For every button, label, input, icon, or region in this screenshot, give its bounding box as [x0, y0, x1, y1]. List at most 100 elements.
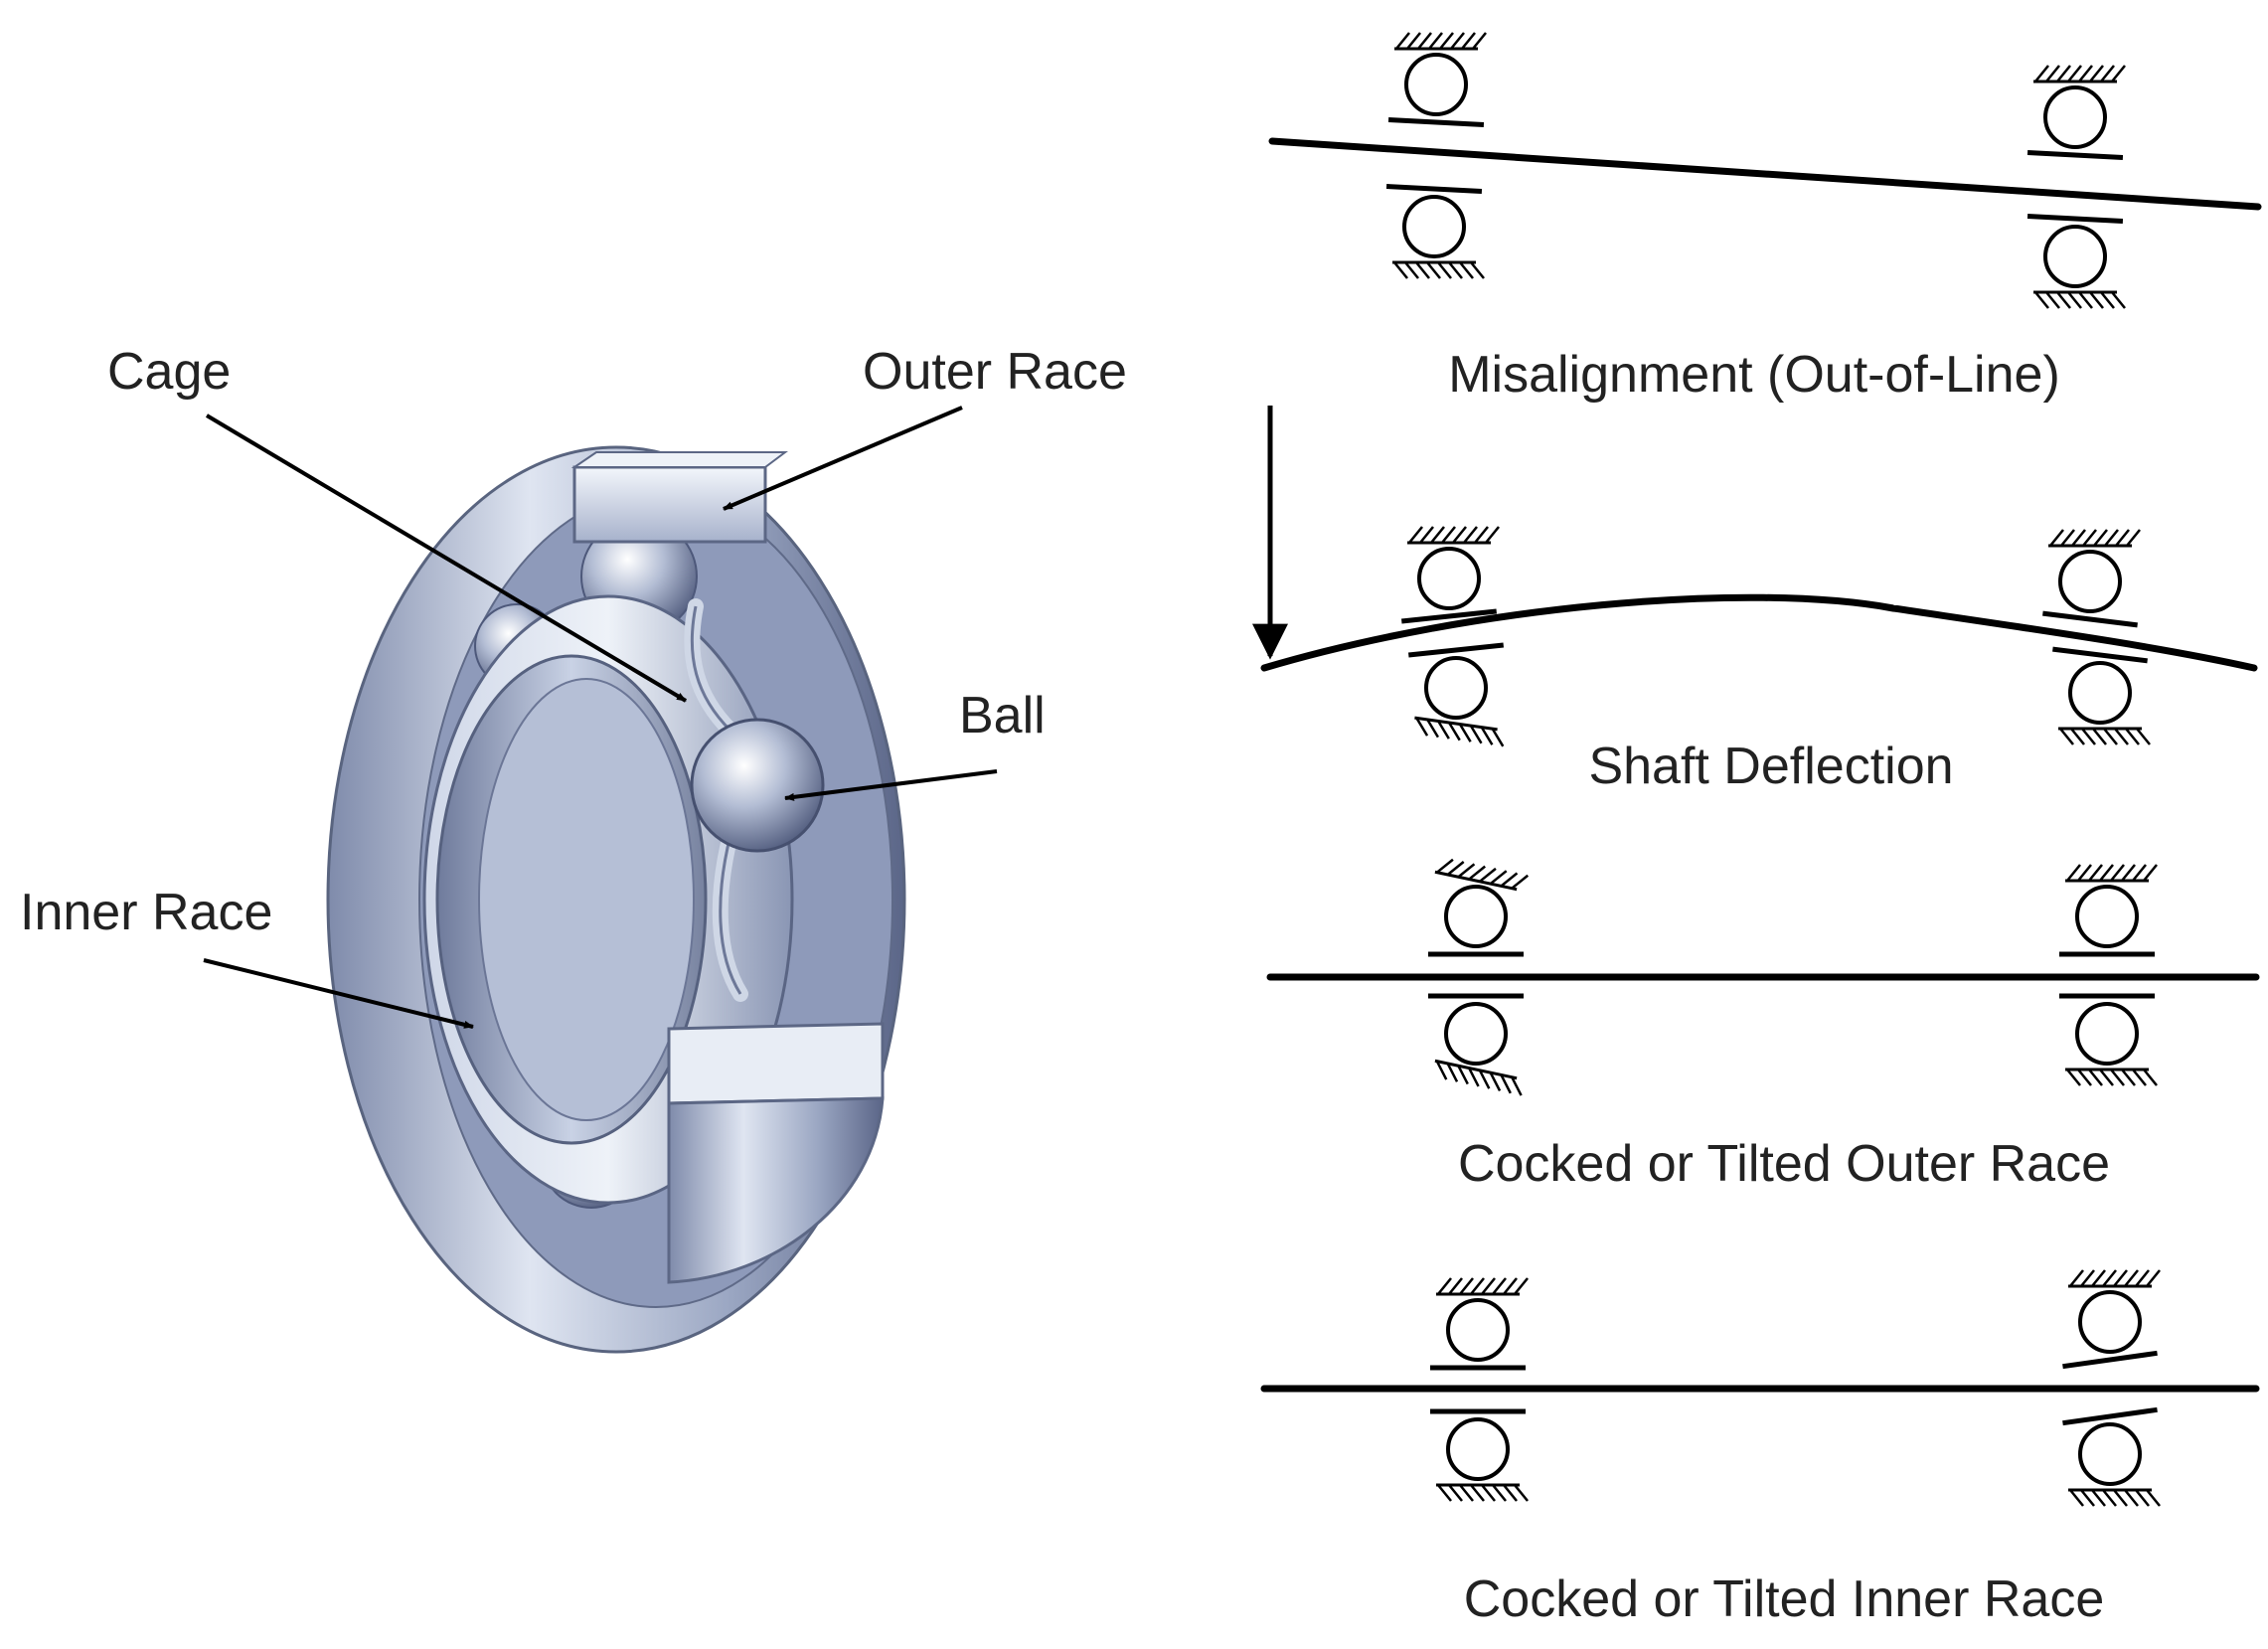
hatch-stroke	[1469, 725, 1483, 744]
hatch-stroke	[1448, 1484, 1463, 1502]
inner-race-label: Inner Race	[20, 884, 272, 941]
hatch-stroke	[2146, 1269, 2161, 1287]
caption-misalignment: Misalignment (Out-of-Line)	[1448, 346, 2060, 404]
inner-race-arrow	[203, 958, 474, 1029]
hatch-stroke	[1452, 526, 1467, 544]
hatch-stroke	[2056, 65, 2071, 82]
hatch-stroke	[2077, 1069, 2092, 1086]
rolling-element-symbol	[2078, 1422, 2142, 1486]
hatch-stroke	[2081, 728, 2096, 745]
hatch-stroke	[2082, 529, 2097, 547]
hatch-stroke	[2049, 529, 2064, 547]
rolling-element-symbol	[1444, 885, 1508, 948]
hatch-stroke	[2135, 1269, 2150, 1287]
outer-race-cutaway-bottom	[667, 1096, 885, 1284]
hatch-stroke	[1492, 1484, 1507, 1502]
hatch-stroke	[1472, 32, 1487, 50]
hatch-stroke	[1408, 526, 1423, 544]
support-3-left-bottom	[1428, 993, 1524, 1096]
race-bar	[1387, 116, 1485, 128]
hatch-stroke	[2132, 864, 2147, 882]
ground-hatch	[1434, 1059, 1523, 1096]
hatch-stroke	[2121, 864, 2136, 882]
hatch-stroke	[1441, 526, 1456, 544]
hatch-stroke	[1511, 874, 1530, 890]
hatch-stroke	[2143, 1069, 2158, 1086]
ball-bearing-illustration	[326, 445, 906, 1354]
race-bar	[1401, 608, 1497, 624]
race-bar	[2026, 149, 2124, 161]
hatch-stroke	[2045, 65, 2060, 82]
hatch-stroke	[1470, 1277, 1485, 1295]
hatch-stroke	[2069, 1489, 2084, 1507]
hatch-stroke	[2124, 1489, 2139, 1507]
hatch-stroke	[1426, 719, 1439, 739]
hatch-stroke	[1437, 1484, 1452, 1502]
hatch-stroke	[2089, 291, 2104, 309]
hatch-stroke	[2121, 1069, 2136, 1086]
hatch-stroke	[1450, 32, 1465, 50]
ground-hatch	[2065, 1068, 2158, 1086]
hatch-stroke	[1468, 1067, 1480, 1087]
hatch-stroke	[2104, 529, 2119, 547]
hatch-stroke	[1461, 32, 1476, 50]
race-bar	[2052, 646, 2148, 664]
hatch-stroke	[2102, 1269, 2117, 1287]
hatch-stroke	[1503, 1484, 1518, 1502]
rolling-element-symbol	[2043, 85, 2107, 149]
support-4-right-top	[2062, 1269, 2161, 1370]
hatch-stroke	[1470, 261, 1485, 279]
hatch-stroke	[2060, 529, 2075, 547]
hatch-stroke	[2091, 1269, 2106, 1287]
race-bar	[1385, 183, 1483, 195]
hatch-stroke	[1446, 861, 1465, 876]
hatch-stroke	[2113, 1269, 2128, 1287]
hatch-stroke	[1447, 722, 1461, 742]
hatch-stroke	[1459, 1277, 1474, 1295]
ground-hatch	[2048, 529, 2141, 548]
hatch-stroke	[1417, 32, 1432, 50]
hatch-stroke	[2045, 291, 2060, 309]
hatch-stroke	[1485, 526, 1500, 544]
hatch-stroke	[2056, 291, 2071, 309]
hatch-stroke	[1404, 261, 1419, 279]
race-bar	[2062, 1406, 2158, 1426]
support-3-right-top	[2059, 864, 2158, 957]
hatch-stroke	[2125, 728, 2140, 745]
support-1-right-bottom	[2026, 213, 2126, 309]
hatch-stroke	[2132, 1069, 2147, 1086]
outer-race-label: Outer Race	[863, 343, 1127, 401]
hatch-stroke	[2099, 864, 2114, 882]
hatch-stroke	[2146, 1489, 2161, 1507]
hatch-stroke	[1481, 1277, 1496, 1295]
ground-hatch	[1392, 260, 1485, 279]
hatch-stroke	[1436, 858, 1454, 874]
bore-surface	[478, 678, 695, 1121]
support-2-right-top	[2042, 529, 2141, 628]
rolling-element-symbol	[2075, 885, 2139, 948]
hatch-stroke	[1468, 865, 1486, 881]
support-3-left-top	[1428, 858, 1530, 957]
hatch-stroke	[1457, 863, 1476, 879]
hatch-stroke	[1459, 1484, 1474, 1502]
support-4-left-bottom	[1430, 1408, 1529, 1502]
ground-hatch	[2033, 290, 2126, 309]
hatch-stroke	[1489, 870, 1508, 886]
hatch-stroke	[1428, 32, 1443, 50]
hatch-stroke	[2100, 65, 2115, 82]
rolling-element-symbol	[2058, 550, 2122, 613]
outer-race-cutaway-bottom-face	[667, 1022, 885, 1105]
hatch-stroke	[1437, 261, 1452, 279]
hatch-stroke	[1393, 261, 1408, 279]
hatch-stroke	[2067, 291, 2082, 309]
support-1-right-top	[2026, 65, 2126, 161]
cage-arrow	[205, 413, 688, 703]
support-1-left-top	[1387, 32, 1487, 128]
bearing-leader-arrows	[203, 406, 998, 1029]
hatch-stroke	[2100, 291, 2115, 309]
hatch-stroke	[1430, 526, 1445, 544]
hatch-stroke	[1457, 1065, 1469, 1085]
support-4-right-bottom	[2062, 1406, 2161, 1507]
hatch-stroke	[2078, 291, 2093, 309]
hatch-stroke	[2143, 864, 2158, 882]
